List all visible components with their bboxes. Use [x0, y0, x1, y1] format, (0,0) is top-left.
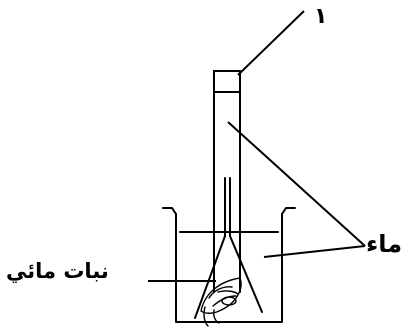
leader-line-number [237, 10, 305, 76]
beaker-left-lip [162, 207, 177, 215]
beaker-right-lip [281, 207, 296, 215]
funnel [194, 177, 263, 319]
test-tube [213, 70, 241, 293]
aquatic-plant [200, 277, 242, 327]
aquatic-plant-label: نبات مائي [6, 259, 109, 283]
leader-line-water-beaker [263, 245, 366, 258]
leader-line-water-tube [227, 121, 366, 247]
number-label: ١ [314, 4, 328, 29]
water-label: ماء [366, 230, 403, 258]
